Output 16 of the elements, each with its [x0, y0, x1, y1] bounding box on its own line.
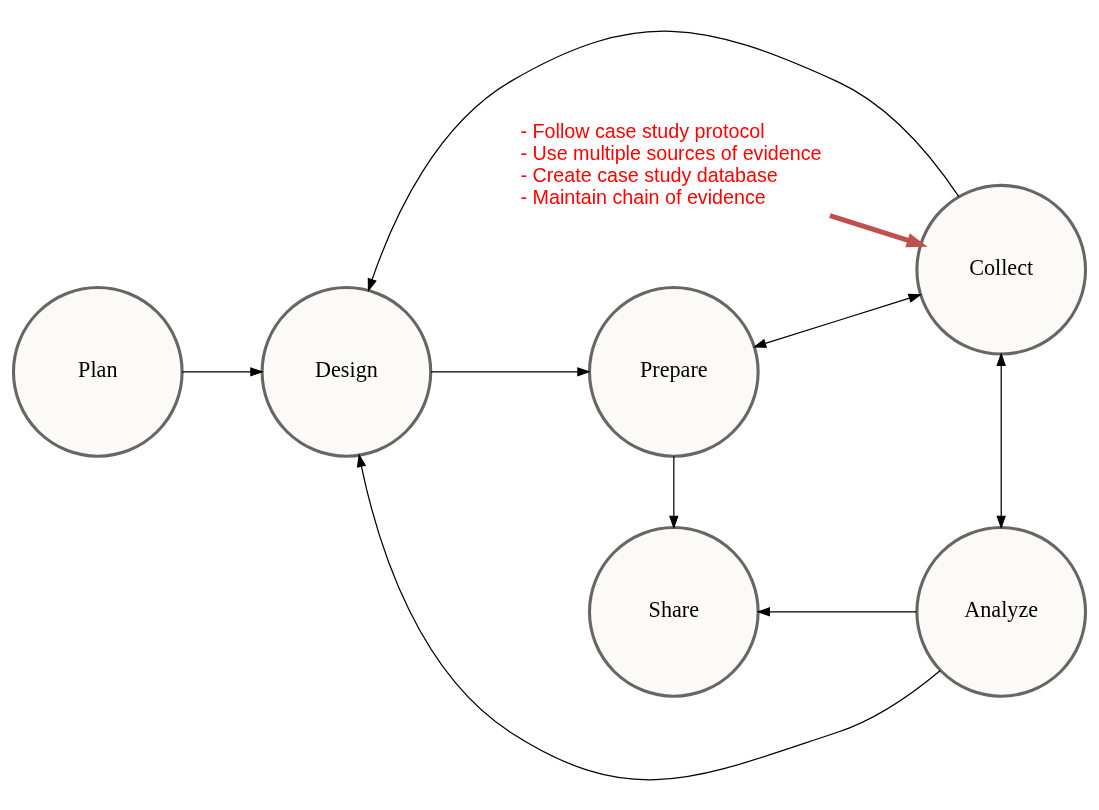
- node-circle: Prepare: [587, 285, 760, 458]
- arrow: [367, 30, 960, 292]
- node-circle: Collect: [915, 183, 1088, 356]
- arrow: [829, 212, 928, 247]
- node-circle: Share: [587, 525, 760, 698]
- arrow: [996, 351, 1006, 529]
- arrow: [669, 455, 679, 529]
- arrow: [181, 366, 264, 377]
- node-text: - Follow case study protocol - Use multiple sources of evidence - Create case study database - Maintain chain of evidence: [520, 119, 822, 208]
- node-circle: Analyze: [915, 525, 1088, 698]
- node-circle: Design: [260, 285, 433, 458]
- arrow: [752, 293, 922, 348]
- arrow: [356, 452, 941, 780]
- arrow: [430, 366, 591, 377]
- node-circle: Plan: [11, 285, 184, 458]
- arrow: [756, 606, 917, 617]
